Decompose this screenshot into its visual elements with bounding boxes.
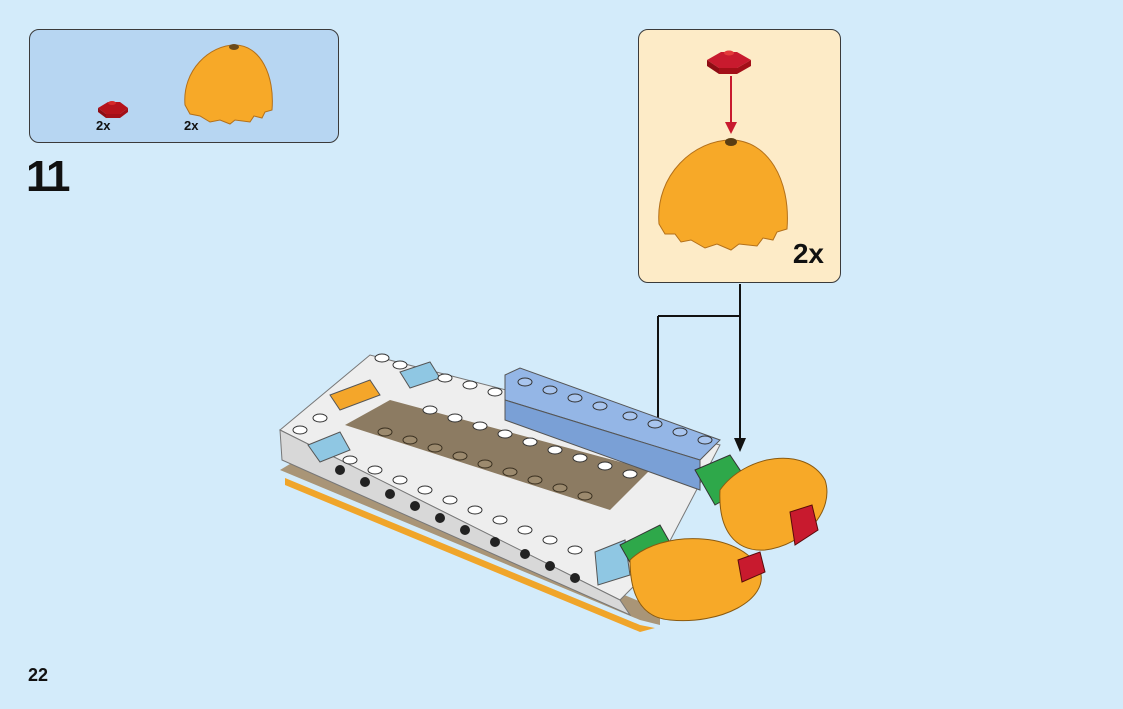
red-wedge-plate-icon [707,51,751,75]
orange-dome-icon [659,138,788,250]
orange-dome-quantity: 2x [184,118,198,133]
red-wedge-quantity: 2x [96,118,110,133]
orange-dome-icon [185,44,273,124]
step-number: 11 [26,152,69,202]
subassembly-callout: 2x [638,29,841,283]
red-wedge-plate-icon [98,101,128,118]
brick-studs [293,354,637,554]
blue-studs [518,378,712,444]
assembly-arrow-icon [725,76,737,134]
brick-model [280,355,827,632]
page-number: 22 [28,665,48,686]
callout-quantity: 2x [793,238,824,270]
side-holes [335,465,580,583]
parts-list-box: 2x 2x [29,29,339,143]
placement-arrows-icon [658,284,740,515]
tan-studs [378,428,592,500]
